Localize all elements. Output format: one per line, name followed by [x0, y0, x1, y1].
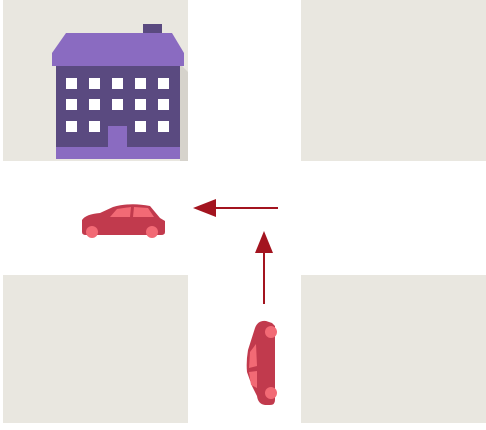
block-bottom-left — [3, 275, 188, 423]
car-up-icon — [247, 321, 277, 405]
apartment-building-icon — [52, 24, 188, 161]
arrow-left-icon — [193, 199, 278, 217]
block-bottom-right — [301, 275, 486, 423]
arrow-up-icon — [255, 231, 273, 304]
block-top-right — [301, 0, 486, 161]
car-left-icon — [82, 204, 165, 238]
